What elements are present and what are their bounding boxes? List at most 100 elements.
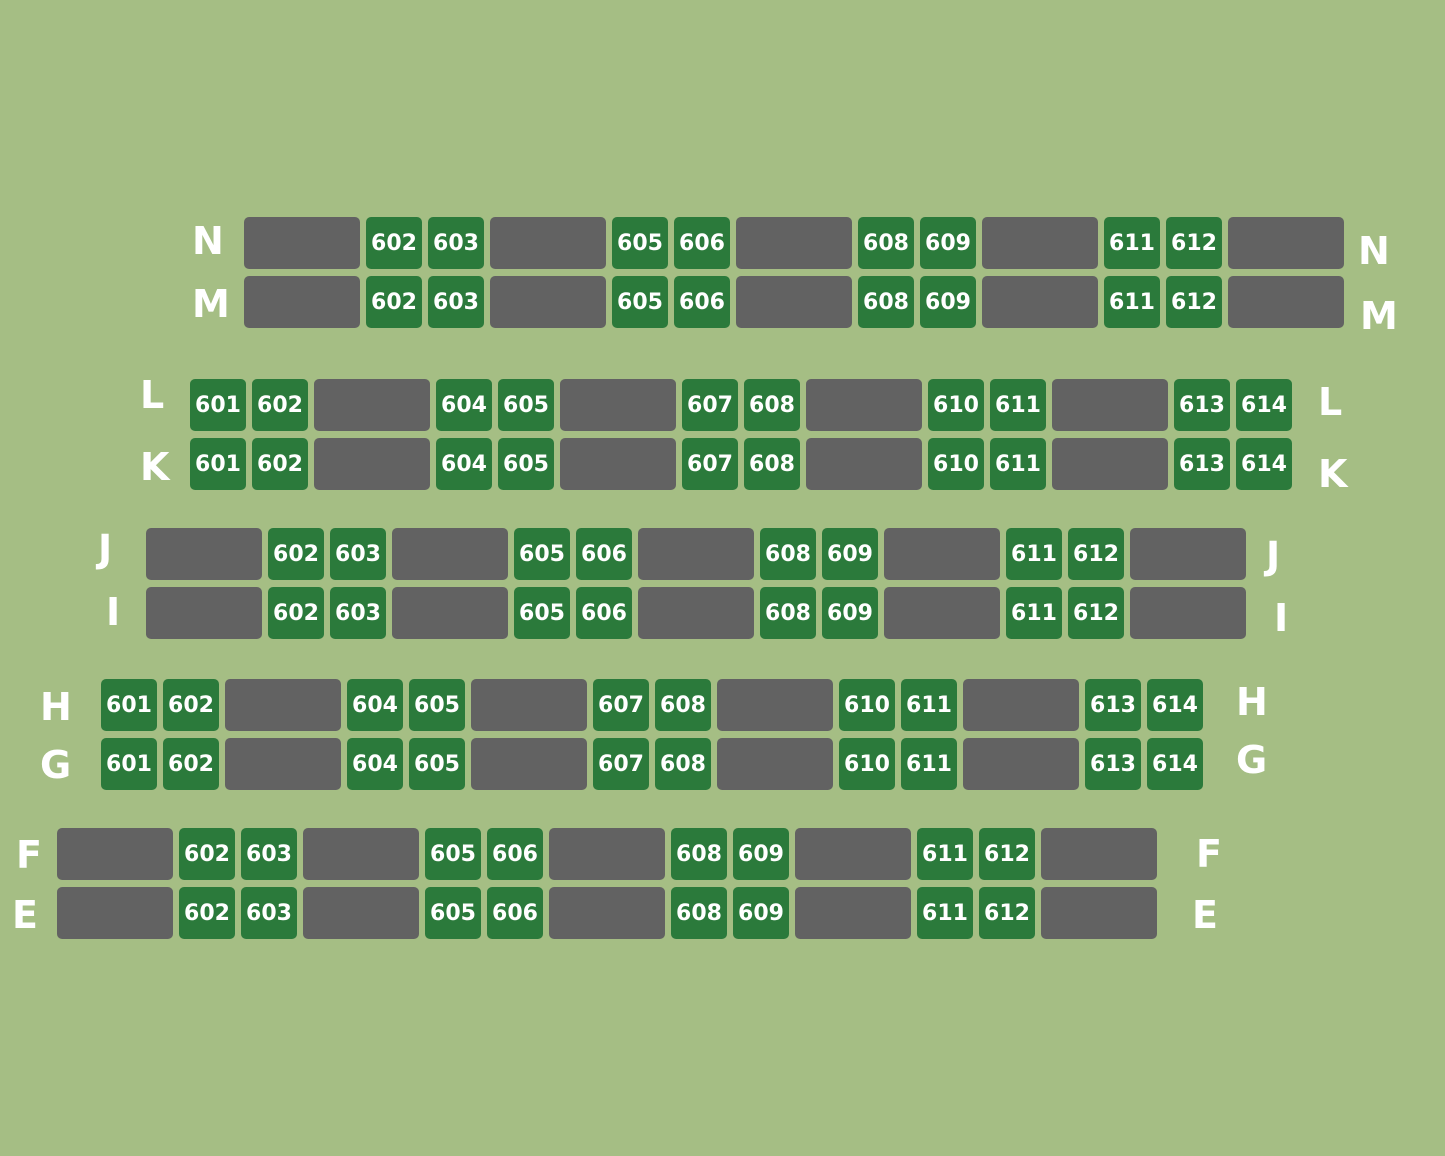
seat-k-601[interactable]: 601 [190,438,246,490]
seat-m-611[interactable]: 611 [1104,276,1160,328]
seat-n-611[interactable]: 611 [1104,217,1160,269]
seat-g-610[interactable]: 610 [839,738,895,790]
seat-k-614[interactable]: 614 [1236,438,1292,490]
seat-f-612[interactable]: 612 [979,828,1035,880]
seat-f-605[interactable]: 605 [425,828,481,880]
seat-g-611[interactable]: 611 [901,738,957,790]
seat-j-603[interactable]: 603 [330,528,386,580]
seat-m-612[interactable]: 612 [1166,276,1222,328]
seat-i-602[interactable]: 602 [268,587,324,639]
seat-m-603[interactable]: 603 [428,276,484,328]
unavailable-block [884,528,1000,580]
seat-g-613[interactable]: 613 [1085,738,1141,790]
seat-h-608[interactable]: 608 [655,679,711,731]
seat-e-606[interactable]: 606 [487,887,543,939]
seat-m-606[interactable]: 606 [674,276,730,328]
seat-f-608[interactable]: 608 [671,828,727,880]
seat-e-605[interactable]: 605 [425,887,481,939]
seat-h-607[interactable]: 607 [593,679,649,731]
seat-i-611[interactable]: 611 [1006,587,1062,639]
seat-i-612[interactable]: 612 [1068,587,1124,639]
seat-m-609[interactable]: 609 [920,276,976,328]
seat-l-607[interactable]: 607 [682,379,738,431]
seat-l-608[interactable]: 608 [744,379,800,431]
seat-h-611[interactable]: 611 [901,679,957,731]
seat-j-612[interactable]: 612 [1068,528,1124,580]
seat-e-608[interactable]: 608 [671,887,727,939]
seat-m-608[interactable]: 608 [858,276,914,328]
unavailable-block [314,438,430,490]
seat-f-609[interactable]: 609 [733,828,789,880]
seat-g-607[interactable]: 607 [593,738,649,790]
seat-h-613[interactable]: 613 [1085,679,1141,731]
seat-l-613[interactable]: 613 [1174,379,1230,431]
seat-k-610[interactable]: 610 [928,438,984,490]
seat-f-611[interactable]: 611 [917,828,973,880]
seat-j-602[interactable]: 602 [268,528,324,580]
row-label-left-e: E [12,893,38,937]
seat-n-608[interactable]: 608 [858,217,914,269]
seat-h-614[interactable]: 614 [1147,679,1203,731]
seat-k-607[interactable]: 607 [682,438,738,490]
seat-l-611[interactable]: 611 [990,379,1046,431]
seat-n-603[interactable]: 603 [428,217,484,269]
unavailable-block [549,887,665,939]
seat-l-602[interactable]: 602 [252,379,308,431]
seat-g-602[interactable]: 602 [163,738,219,790]
seat-n-606[interactable]: 606 [674,217,730,269]
seat-h-602[interactable]: 602 [163,679,219,731]
seat-k-608[interactable]: 608 [744,438,800,490]
seat-k-611[interactable]: 611 [990,438,1046,490]
seat-k-613[interactable]: 613 [1174,438,1230,490]
seat-n-609[interactable]: 609 [920,217,976,269]
seat-h-610[interactable]: 610 [839,679,895,731]
seat-n-605[interactable]: 605 [612,217,668,269]
seat-j-605[interactable]: 605 [514,528,570,580]
seat-e-602[interactable]: 602 [179,887,235,939]
seat-l-610[interactable]: 610 [928,379,984,431]
seat-g-605[interactable]: 605 [409,738,465,790]
seat-l-601[interactable]: 601 [190,379,246,431]
seat-j-606[interactable]: 606 [576,528,632,580]
seat-i-608[interactable]: 608 [760,587,816,639]
seat-n-612[interactable]: 612 [1166,217,1222,269]
seat-e-611[interactable]: 611 [917,887,973,939]
seat-n-602[interactable]: 602 [366,217,422,269]
seat-i-606[interactable]: 606 [576,587,632,639]
seat-k-605[interactable]: 605 [498,438,554,490]
unavailable-block [549,828,665,880]
seat-i-609[interactable]: 609 [822,587,878,639]
seat-f-603[interactable]: 603 [241,828,297,880]
seat-f-606[interactable]: 606 [487,828,543,880]
seat-m-605[interactable]: 605 [612,276,668,328]
unavailable-block [392,528,508,580]
row-label-right-n: N [1358,229,1390,273]
seat-j-611[interactable]: 611 [1006,528,1062,580]
row-label-left-l: L [140,373,165,417]
seat-g-601[interactable]: 601 [101,738,157,790]
seat-i-603[interactable]: 603 [330,587,386,639]
seat-e-612[interactable]: 612 [979,887,1035,939]
seat-g-608[interactable]: 608 [655,738,711,790]
seat-g-614[interactable]: 614 [1147,738,1203,790]
unavailable-block [982,217,1098,269]
seat-e-603[interactable]: 603 [241,887,297,939]
unavailable-block [806,438,922,490]
seat-f-602[interactable]: 602 [179,828,235,880]
seat-l-604[interactable]: 604 [436,379,492,431]
seat-k-602[interactable]: 602 [252,438,308,490]
seat-h-601[interactable]: 601 [101,679,157,731]
unavailable-block [1130,587,1246,639]
seat-g-604[interactable]: 604 [347,738,403,790]
seat-m-602[interactable]: 602 [366,276,422,328]
seat-h-605[interactable]: 605 [409,679,465,731]
seat-e-609[interactable]: 609 [733,887,789,939]
seat-h-604[interactable]: 604 [347,679,403,731]
seat-l-614[interactable]: 614 [1236,379,1292,431]
seat-i-605[interactable]: 605 [514,587,570,639]
seat-j-608[interactable]: 608 [760,528,816,580]
row-label-left-g: G [40,743,72,787]
seat-k-604[interactable]: 604 [436,438,492,490]
seat-l-605[interactable]: 605 [498,379,554,431]
seat-j-609[interactable]: 609 [822,528,878,580]
